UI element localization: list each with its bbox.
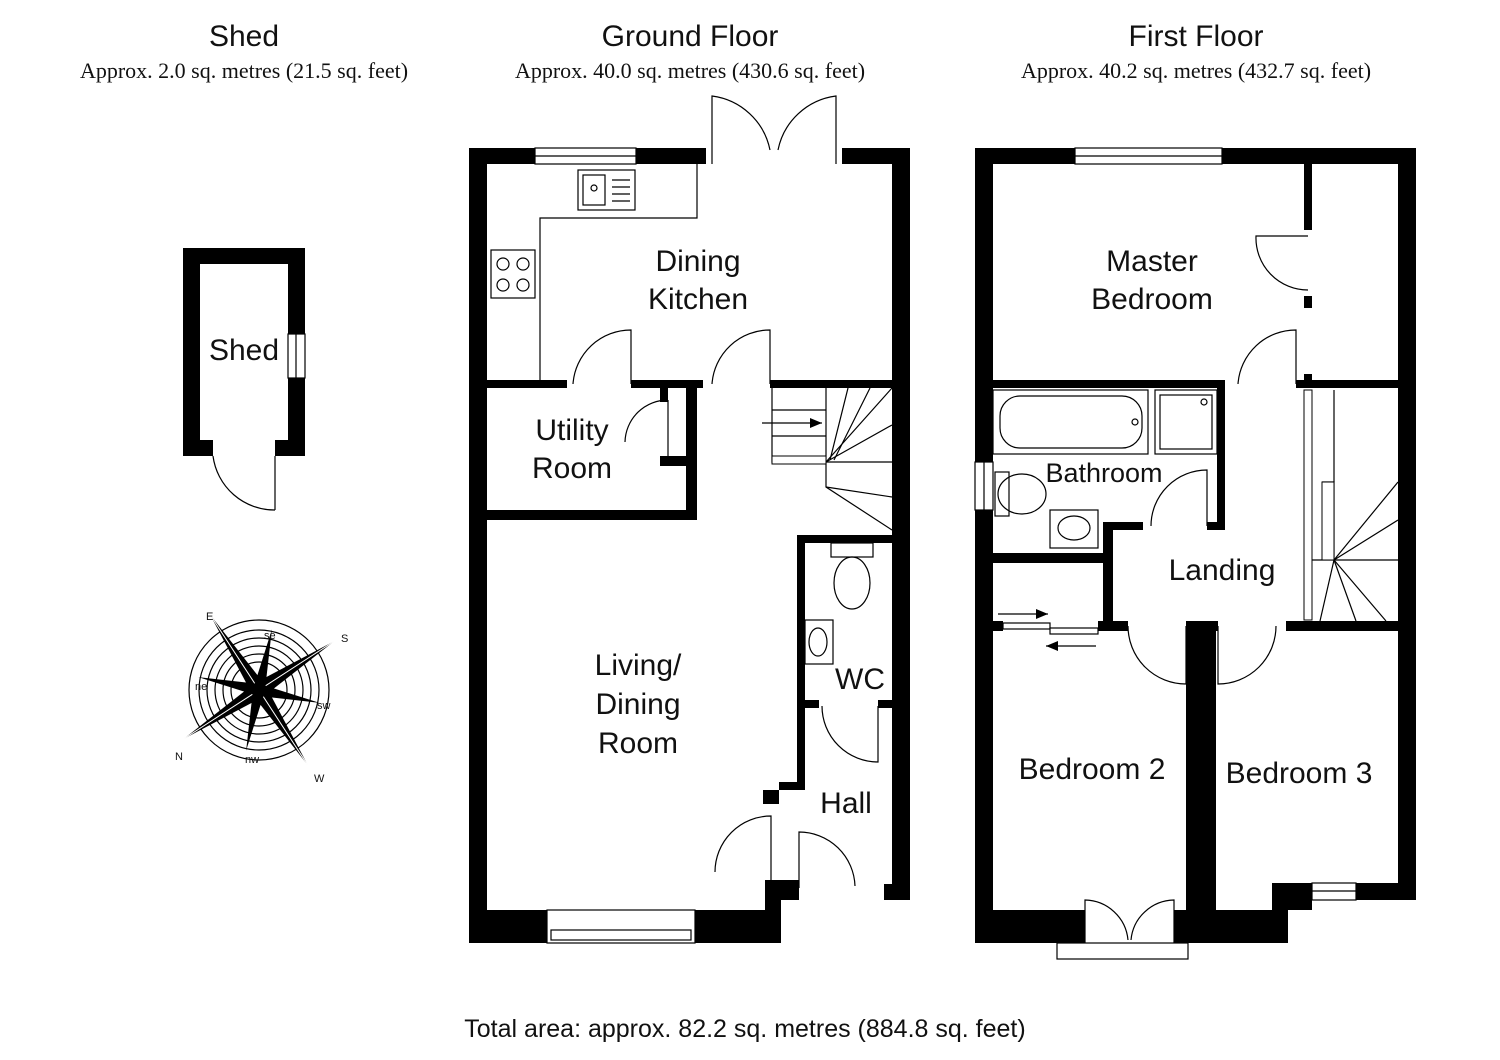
hall-label: Hall bbox=[820, 787, 872, 820]
shed-area: Approx. 2.0 sq. metres (21.5 sq. feet) bbox=[80, 58, 408, 83]
master-bedroom-label-1: Master bbox=[1106, 245, 1198, 278]
shed-label: Shed bbox=[209, 334, 279, 367]
compass-nw: nw bbox=[245, 754, 259, 766]
bathroom-label: Bathroom bbox=[1045, 458, 1162, 488]
compass-se: se bbox=[264, 630, 276, 642]
bedroom-2-label: Bedroom 2 bbox=[1019, 753, 1166, 786]
landing-label: Landing bbox=[1169, 554, 1276, 587]
compass-n: N bbox=[175, 751, 183, 763]
living-room-label-3: Room bbox=[598, 727, 678, 760]
compass-e: E bbox=[206, 611, 213, 623]
ground-floor-plan bbox=[469, 95, 910, 944]
compass-sw: sw bbox=[317, 700, 331, 712]
living-room-label-2: Dining bbox=[595, 688, 680, 721]
shed-plan bbox=[183, 248, 306, 511]
compass-rose-icon: E se S ne sw nw N W bbox=[175, 611, 348, 785]
master-bedroom-label-2: Bedroom bbox=[1091, 283, 1213, 316]
total-area: Total area: approx. 82.2 sq. metres (884… bbox=[464, 1015, 1025, 1043]
wc-label: WC bbox=[835, 663, 885, 696]
first-floor-title: First Floor bbox=[1129, 20, 1264, 53]
dining-kitchen-label-2: Kitchen bbox=[648, 283, 748, 316]
compass-ne: ne bbox=[195, 681, 207, 693]
shed-title: Shed bbox=[209, 20, 279, 53]
compass-s: S bbox=[341, 633, 348, 645]
utility-room-label-2: Room bbox=[532, 452, 612, 485]
compass-w: W bbox=[314, 773, 325, 785]
first-floor-plan bbox=[974, 147, 1416, 960]
utility-room-label-1: Utility bbox=[535, 414, 608, 447]
ground-floor-title: Ground Floor bbox=[602, 20, 779, 53]
bedroom-3-label: Bedroom 3 bbox=[1226, 757, 1373, 790]
living-room-label-1: Living/ bbox=[595, 649, 682, 682]
dining-kitchen-label-1: Dining bbox=[655, 245, 740, 278]
first-floor-area: Approx. 40.2 sq. metres (432.7 sq. feet) bbox=[1021, 58, 1371, 83]
ground-floor-area: Approx. 40.0 sq. metres (430.6 sq. feet) bbox=[515, 58, 865, 83]
